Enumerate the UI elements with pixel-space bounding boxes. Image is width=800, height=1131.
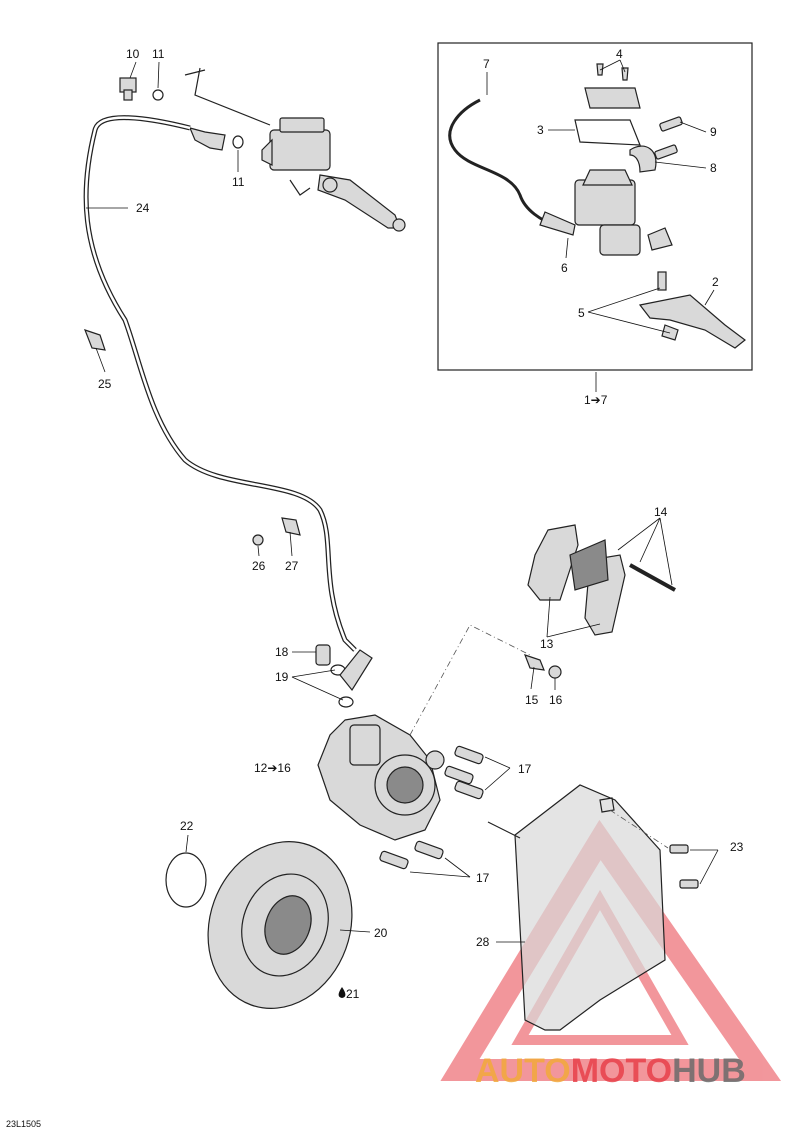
- callout-12-16: 12➔16: [254, 761, 291, 775]
- callout-16: 16: [549, 693, 563, 707]
- inset-box: [437, 42, 753, 371]
- inset-boot: [647, 227, 673, 251]
- callout-17-lower: 17: [476, 871, 490, 885]
- watermark-part-auto: AUTO: [475, 1052, 571, 1090]
- guard-bolt-upper: [669, 844, 689, 854]
- callout-20: 20: [374, 926, 388, 940]
- brake-pads: [527, 524, 626, 636]
- sealing-washer-mid: [232, 135, 244, 149]
- callout-23: 23: [730, 840, 744, 854]
- caliper-washer-lower: [338, 696, 354, 708]
- inset-brake-light-switch: [539, 211, 576, 236]
- callout-13: 13: [540, 637, 554, 651]
- callout-11-top: 11: [152, 47, 165, 61]
- callout-9: 9: [710, 125, 717, 139]
- callout-21: 21: [346, 987, 360, 1001]
- callout-25: 25: [98, 377, 112, 391]
- inset-switch-wire: [448, 98, 561, 230]
- master-cylinder-main: [184, 67, 406, 232]
- callout-26: 26: [252, 559, 266, 573]
- sealing-washer-top: [152, 89, 164, 101]
- watermark-part-hub: HUB: [672, 1052, 746, 1090]
- inset-clamp-bolts: [654, 116, 683, 160]
- inset-lever: [638, 271, 746, 349]
- brake-disc: [207, 841, 353, 1009]
- callout-3: 3: [537, 123, 544, 137]
- brake-hose: [83, 115, 357, 652]
- caliper-banjo-bolt: [315, 644, 331, 666]
- inset-master-cylinder: [574, 169, 641, 256]
- bleed-screw-cap: [548, 665, 562, 679]
- inset-clamp: [629, 145, 657, 173]
- callout-27: 27: [285, 559, 299, 573]
- callout-6: 6: [561, 261, 568, 275]
- drawing-code: 23L1505: [6, 1119, 41, 1129]
- callout-11-mid: 11: [232, 175, 245, 189]
- callout-2: 2: [712, 275, 719, 289]
- callout-17-upper: 17: [518, 762, 532, 776]
- leader-lines: [86, 59, 719, 943]
- callout-18: 18: [275, 645, 289, 659]
- callout-24: 24: [136, 201, 150, 215]
- oil-drop-icon: [338, 987, 346, 998]
- watermark-part-moto: MOTO: [571, 1052, 672, 1090]
- caliper-bolts: [379, 745, 484, 870]
- caliper-hose-fitting: [339, 649, 373, 692]
- callout-28: 28: [476, 935, 490, 949]
- callouts: 10 11 11 24 25 26 27 18 19 15 16 12➔16 1…: [6, 47, 744, 1129]
- hose-clip: [83, 329, 106, 351]
- inset-cover-screws: [596, 63, 629, 81]
- guard-bolt-lower: [679, 879, 699, 889]
- callout-10: 10: [126, 47, 140, 61]
- callout-5: 5: [578, 306, 585, 320]
- inset-reservoir-cover: [584, 87, 641, 109]
- pad-retaining-pin: [629, 563, 676, 592]
- callout-7: 7: [483, 57, 490, 71]
- hose-bracket-clip: [281, 517, 301, 536]
- clip-nut: [252, 534, 264, 546]
- bleed-screw: [523, 654, 545, 671]
- callout-8: 8: [710, 161, 717, 175]
- caliper-guard: [487, 784, 666, 1031]
- watermark-text: AUTOMOTOHUB: [475, 1052, 746, 1090]
- callout-4: 4: [616, 47, 623, 61]
- o-ring: [165, 852, 207, 908]
- hose-fitting-top: [188, 127, 226, 151]
- callout-19: 19: [275, 670, 289, 684]
- inset-diaphragm: [574, 119, 641, 146]
- callout-1-7: 1➔7: [584, 393, 608, 407]
- callout-22: 22: [180, 819, 194, 833]
- callout-15: 15: [525, 693, 539, 707]
- banjo-bolt: [119, 77, 137, 101]
- callout-14: 14: [654, 505, 668, 519]
- brake-caliper: [317, 714, 445, 841]
